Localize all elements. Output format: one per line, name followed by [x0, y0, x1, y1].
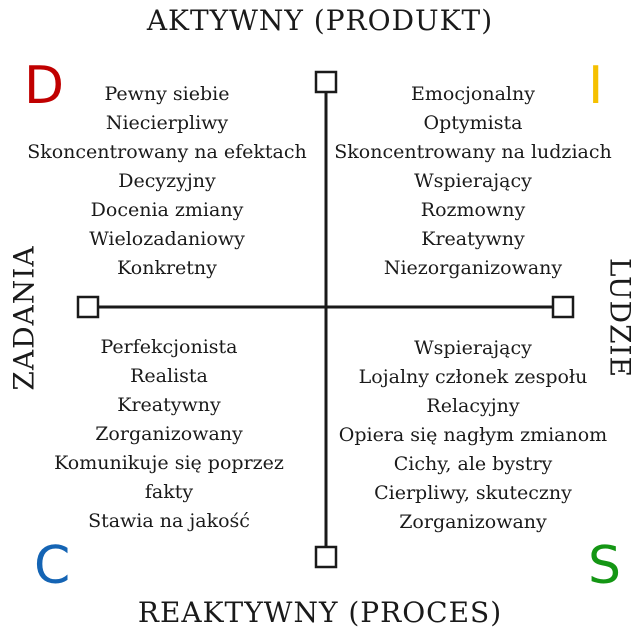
trait-item: fakty — [144, 481, 194, 503]
trait-item: Cierpliwy, skuteczny — [374, 482, 572, 504]
trait-item: Pewny siebie — [104, 83, 230, 105]
trait-item: Konkretny — [117, 257, 217, 279]
trait-item: Optymista — [423, 112, 523, 134]
quadrant-letter-d: D — [24, 56, 65, 116]
trait-list-d: Pewny siebie Niecierpliwy Skoncentrowany… — [18, 80, 316, 283]
trait-item: Kreatywny — [117, 394, 221, 416]
trait-item: Wspierający — [414, 337, 532, 359]
trait-item: Perfekcjonista — [100, 336, 238, 358]
trait-item: Zorganizowany — [399, 511, 547, 533]
trait-item: Emocjonalny — [411, 83, 535, 105]
trait-item: Niezorganizowany — [383, 257, 563, 279]
trait-item: Komunikuje się poprzez — [54, 452, 284, 474]
trait-list-s: Wspierający Lojalny członek zespołu Rela… — [324, 334, 622, 537]
trait-item: Lojalny członek zespołu — [358, 366, 588, 388]
trait-item: Skoncentrowany na ludziach — [334, 141, 612, 163]
trait-item: Wielozadaniowy — [89, 228, 245, 250]
trait-item: Opiera się nagłym zmianom — [338, 424, 608, 446]
trait-item: Docenia zmiany — [90, 199, 244, 221]
axis-end-square-top — [314, 70, 338, 94]
trait-item: Relacyjny — [426, 395, 520, 417]
quadrant-letter-c: C — [34, 536, 71, 596]
axis-end-square-bottom — [314, 545, 338, 569]
trait-item: Wspierający — [414, 170, 532, 192]
axis-label-bottom: REAKTYWNY (PROCES) — [137, 596, 503, 629]
axis-end-square-right — [551, 295, 575, 319]
trait-item: Decyzyjny — [118, 170, 216, 192]
axis-label-top: AKTYWNY (PRODUKT) — [146, 4, 494, 37]
trait-list-i: Emocjonalny Optymista Skoncentrowany na … — [324, 80, 622, 283]
trait-item: Kreatywny — [421, 228, 525, 250]
trait-item: Niecierpliwy — [105, 112, 229, 134]
trait-item: Rozmowny — [420, 199, 526, 221]
quadrant-letter-s: S — [588, 536, 622, 596]
quadrant-letter-i: I — [588, 56, 604, 116]
trait-item: Cichy, ale bystry — [393, 453, 553, 475]
trait-list-c: Perfekcjonista Realista Kreatywny Zorgan… — [28, 333, 310, 536]
trait-item: Realista — [130, 365, 208, 387]
axis-end-square-left — [76, 295, 100, 319]
trait-item: Zorganizowany — [95, 423, 243, 445]
trait-item: Stawia na jakość — [88, 510, 250, 532]
trait-item: Skoncentrowany na efektach — [27, 141, 307, 163]
